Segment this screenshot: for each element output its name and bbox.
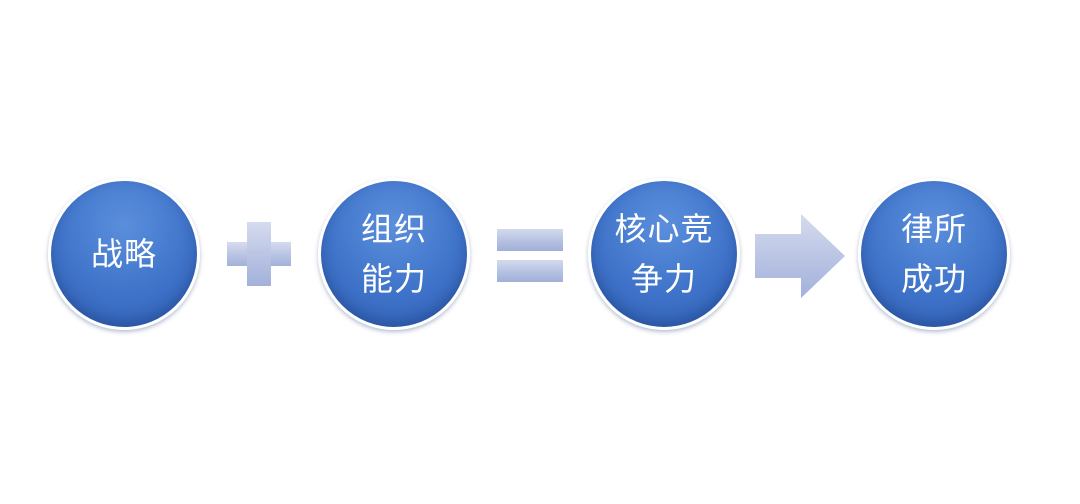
node-core-competitiveness: 核心竞 争力 (588, 178, 740, 330)
node-firm-success: 律所 成功 (858, 178, 1010, 330)
node-firm-success-label: 律所 成功 (900, 210, 967, 298)
node-strategy-label: 战略 (90, 235, 157, 273)
arrow-right-icon (755, 214, 845, 298)
node-strategy: 战略 (48, 178, 200, 330)
node-org-capability: 组织 能力 (318, 178, 470, 330)
node-core-competitiveness-label: 核心竞 争力 (614, 210, 714, 298)
node-org-capability-label: 组织 能力 (360, 210, 427, 298)
